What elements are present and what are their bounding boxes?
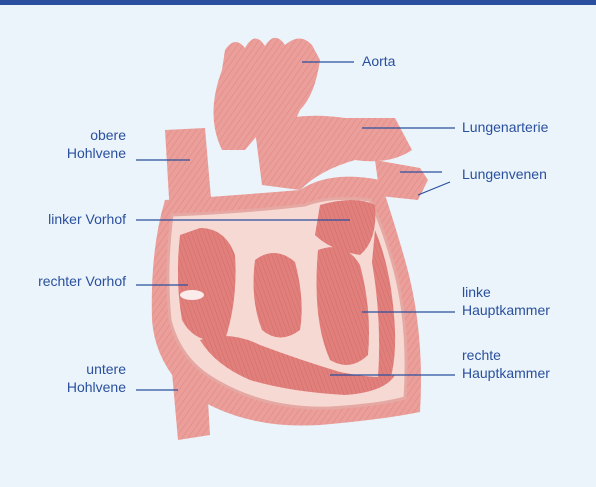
label-rechter-vorhof: rechter Vorhof bbox=[4, 272, 126, 290]
label-lungenarterie: Lungenarterie bbox=[462, 118, 548, 136]
label-obere-hohlvene: obere Hohlvene bbox=[40, 126, 126, 162]
label-aorta: Aorta bbox=[362, 52, 395, 70]
label-lungenvenen: Lungenvenen bbox=[462, 165, 547, 183]
label-rechte-hauptkammer: rechte Hauptkammer bbox=[462, 346, 550, 382]
label-linke-hauptkammer: linke Hauptkammer bbox=[462, 283, 550, 319]
label-linker-vorhof: linker Vorhof bbox=[10, 210, 126, 228]
right-ventricle-shape bbox=[254, 253, 302, 338]
label-untere-hohlvene: untere Hohlvene bbox=[40, 360, 126, 396]
